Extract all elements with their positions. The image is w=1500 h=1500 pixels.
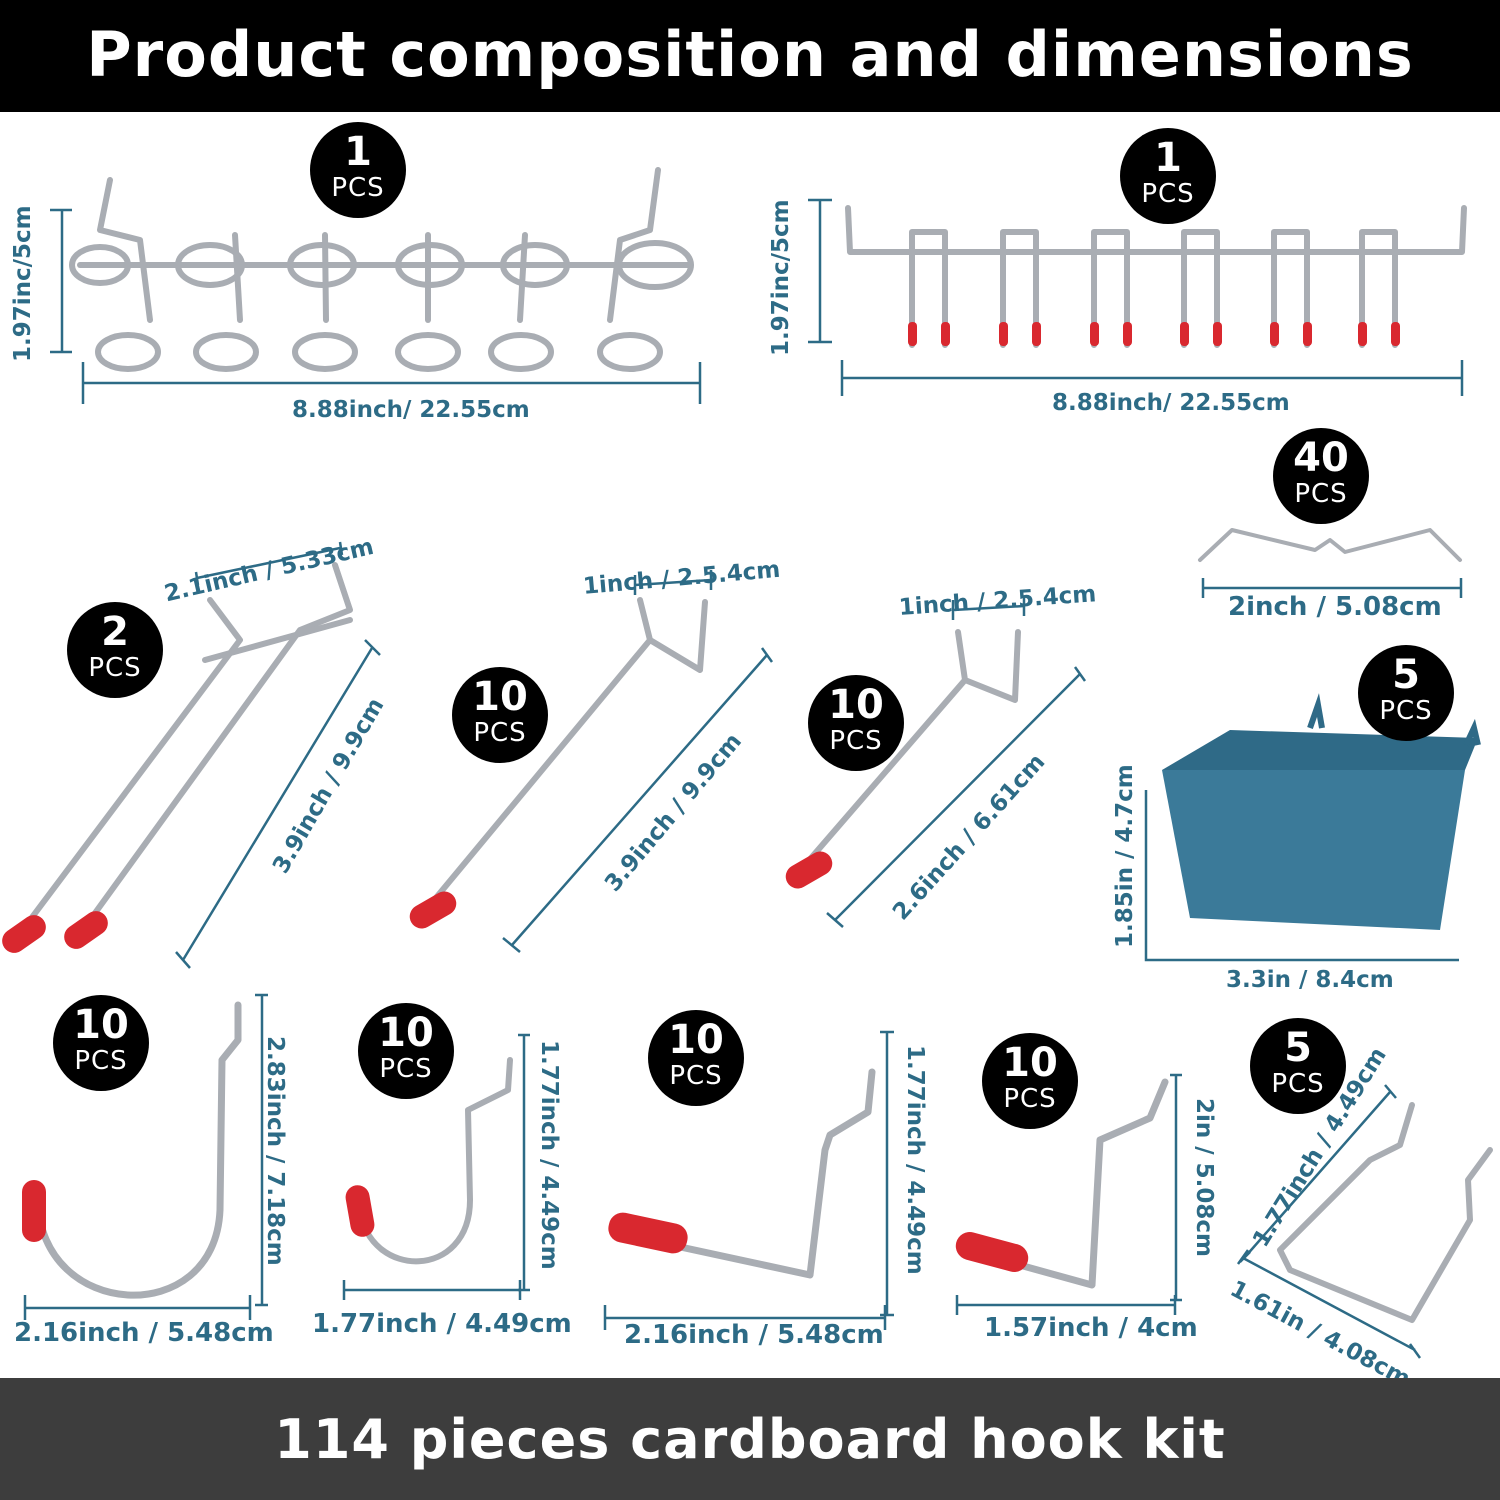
ring-holder-rack-height-label: 1.97inc/5cm (10, 205, 36, 362)
hook-rack-height-label: 1.97inc/5cm (768, 199, 794, 356)
large-j-hook-image (34, 1001, 242, 1299)
dimension-lines (23, 198, 1464, 1359)
wire-clip-width-label: 2inch / 5.08cm (1228, 592, 1442, 622)
l-hook-small-image (961, 1078, 1169, 1289)
spring-clip-image (1277, 1102, 1493, 1323)
storage-bin-width-label: 3.3in / 8.4cm (1226, 967, 1394, 993)
small-j-hook-height-label: 1.77inch / 4.49cm (536, 1040, 562, 1270)
l-hook-large-width-label: 2.16inch / 5.48cm (624, 1320, 884, 1350)
qty-badge-wire-clip: 40 PCS (1273, 428, 1369, 524)
red-caps (2, 322, 1400, 1272)
qty-badge-hook-rack: 1 PCS (1120, 128, 1216, 224)
l-hook-small-width-label: 1.57inch / 4cm (984, 1313, 1198, 1343)
qty-badge-long-single-hook: 10 PCS (452, 667, 548, 763)
qty-badge-spring-clip: 5 PCS (1250, 1018, 1346, 1114)
storage-bin-height-label: 1.85in / 4.7cm (1112, 764, 1138, 948)
qty-badge-small-j-hook: 10 PCS (358, 1003, 454, 1099)
short-single-hook-image (802, 629, 1021, 868)
long-single-hook-image (427, 597, 708, 908)
page-title: Product composition and dimensions (86, 18, 1414, 91)
kit-summary: 114 pieces cardboard hook kit (274, 1408, 1226, 1471)
l-hook-small-height-label: 2in / 5.08cm (1191, 1098, 1217, 1258)
double-hook-image (27, 562, 353, 923)
small-j-hook-width-label: 1.77inch / 4.49cm (312, 1309, 572, 1339)
qty-badge-ring-holder-rack: 1 PCS (310, 122, 406, 218)
l-hook-large-image (621, 1068, 876, 1279)
hook-rack-image (845, 205, 1467, 348)
footer-banner: 114 pieces cardboard hook kit (0, 1378, 1500, 1500)
ring-holder-rack-image (69, 167, 694, 372)
qty-badge-double-hook: 2 PCS (67, 602, 163, 698)
large-j-hook-width-label: 2.16inch / 5.48cm (14, 1318, 274, 1348)
qty-badge-l-hook-large: 10 PCS (648, 1010, 744, 1106)
qty-badge-short-single-hook: 10 PCS (808, 675, 904, 771)
ring-holder-rack-width-label: 8.88inch/ 22.55cm (292, 397, 530, 423)
storage-bin-image (1162, 693, 1481, 930)
qty-badge-large-j-hook: 10 PCS (53, 995, 149, 1091)
large-j-hook-height-label: 2.83inch / 7.18cm (262, 1036, 288, 1266)
small-j-hook-image (357, 1057, 513, 1265)
l-hook-large-height-label: 1.77inch / 4.49cm (902, 1045, 928, 1275)
header-banner: Product composition and dimensions (0, 0, 1500, 112)
qty-badge-l-hook-small: 10 PCS (982, 1033, 1078, 1129)
wire-clip-image (1198, 528, 1462, 562)
hook-rack-width-label: 8.88inch/ 22.55cm (1052, 390, 1290, 416)
qty-badge-storage-bin: 5 PCS (1358, 645, 1454, 741)
